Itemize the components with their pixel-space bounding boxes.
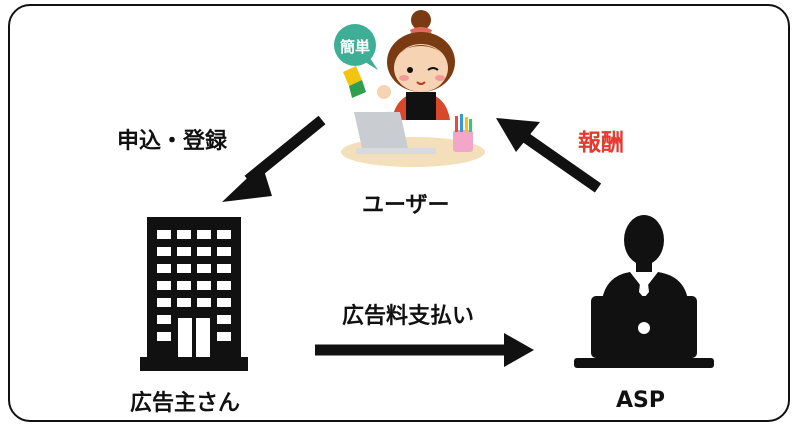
- label-asp: ASP: [616, 388, 665, 413]
- diagram-frame: [8, 4, 790, 422]
- label-advertiser: 広告主さん: [130, 391, 241, 416]
- label-reward: 報酬: [578, 130, 624, 156]
- label-ad-payment: 広告料支払い: [342, 304, 475, 329]
- pencil-cup-icon: [453, 114, 473, 152]
- arrow-advertiser-to-asp: [315, 333, 534, 367]
- office-building-icon: [140, 217, 248, 371]
- label-user: ユーザー: [362, 193, 450, 218]
- beginner-mark-icon: [343, 66, 366, 98]
- speech-bubble: [334, 24, 376, 66]
- arrow-asp-to-user: [496, 118, 602, 193]
- person-at-laptop-icon: [574, 215, 714, 368]
- bubble-text: 簡単: [340, 38, 370, 56]
- label-apply-register: 申込・登録: [117, 129, 228, 154]
- user-illustration: 簡単: [334, 10, 485, 167]
- arrow-user-to-advertiser: [222, 115, 326, 202]
